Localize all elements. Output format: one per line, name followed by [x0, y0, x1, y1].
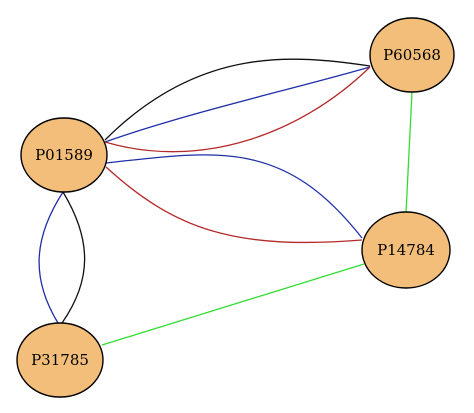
edge-p14784-p31785-green — [101, 263, 365, 346]
node-label: P01589 — [35, 146, 93, 164]
edge-p01589-p31785-blue — [38, 191, 64, 324]
node-label: P14784 — [377, 241, 435, 259]
node-p60568[interactable]: P60568 — [369, 17, 455, 93]
edge-p01589-p60568-red — [104, 66, 371, 153]
edge-p01589-p60568-black — [104, 58, 371, 141]
node-p31785[interactable]: P31785 — [16, 322, 104, 398]
edge-p01589-p31785-black — [61, 191, 86, 324]
edge-p01589-p60568-blue — [104, 66, 371, 143]
edges-layer — [38, 58, 413, 346]
nodes-layer: P01589 P60568 P14784 P31785 — [16, 17, 455, 398]
node-label: P60568 — [383, 46, 441, 64]
edge-p60568-p14784-green — [405, 91, 413, 214]
node-p14784[interactable]: P14784 — [361, 211, 451, 289]
node-label: P31785 — [31, 351, 89, 369]
edge-p01589-p14784-blue — [105, 154, 363, 239]
node-p01589[interactable]: P01589 — [20, 117, 108, 193]
edge-p01589-p14784-red — [105, 166, 363, 244]
